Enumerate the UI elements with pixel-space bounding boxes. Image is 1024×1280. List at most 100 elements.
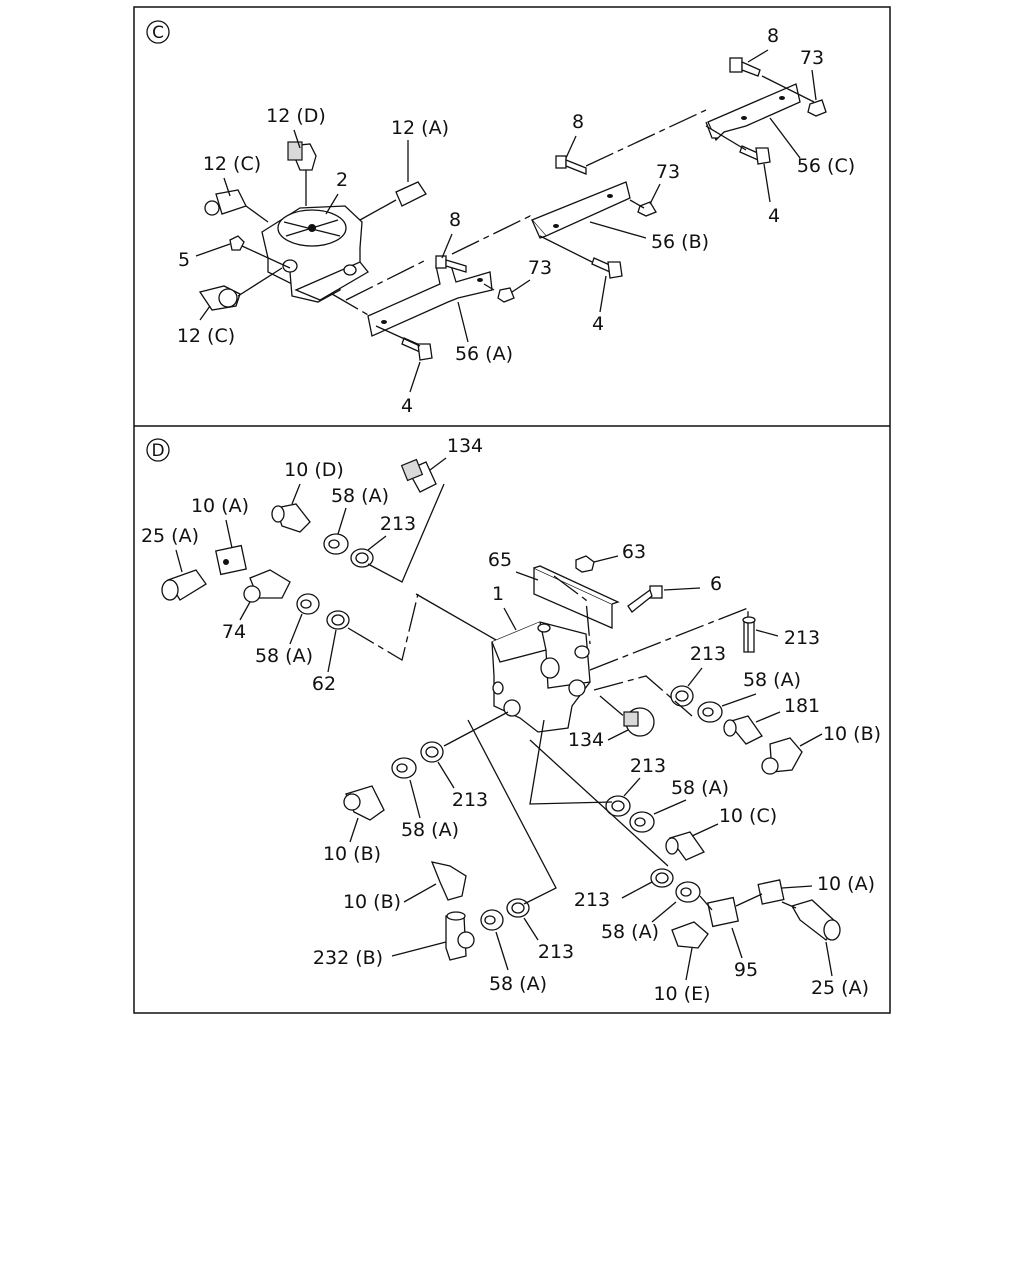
fitting-10b-bottom xyxy=(430,861,467,901)
main-valve-body xyxy=(491,621,591,733)
bolt-8c xyxy=(729,57,761,77)
ring-213-bottom xyxy=(650,868,674,888)
part-label: 10 (D) xyxy=(284,459,344,481)
part-label: 5 xyxy=(178,249,190,271)
washer-58a-mid xyxy=(391,757,417,779)
sensor-25a-left xyxy=(161,569,207,601)
fitting-10d xyxy=(271,503,311,533)
bracket-56a xyxy=(367,261,493,337)
washer-58a-bottom-left xyxy=(480,909,504,931)
part-label: 58 (A) xyxy=(671,777,729,799)
fitting-10e xyxy=(671,921,709,949)
ring-213-bottom-left xyxy=(506,898,530,918)
nut-63 xyxy=(575,555,595,573)
part-label: 58 (A) xyxy=(601,921,659,943)
washer-58a-top xyxy=(323,533,349,555)
bolt-8a xyxy=(435,255,467,273)
part-label: 10 (B) xyxy=(323,843,381,865)
part-label: 181 xyxy=(784,695,820,717)
washer-58a-lower xyxy=(629,811,655,833)
part-label: 10 (B) xyxy=(343,891,401,913)
fitting-12c-lower xyxy=(198,267,283,311)
part-label: 58 (A) xyxy=(489,973,547,995)
fitting-74 xyxy=(243,569,291,603)
valve-body xyxy=(261,205,369,303)
part-label: 6 xyxy=(710,573,722,595)
part-label: 58 (A) xyxy=(331,485,389,507)
svg-text:C: C xyxy=(152,23,164,43)
bolt-4a xyxy=(401,337,433,361)
fitting-12c-upper xyxy=(204,189,269,223)
section-d-marker: D xyxy=(146,438,170,462)
part-label: 56 (B) xyxy=(651,231,709,253)
part-label: 73 xyxy=(800,47,824,69)
part-label: 56 (A) xyxy=(455,343,513,365)
part-label: 74 xyxy=(222,621,246,643)
part-label: 10 (B) xyxy=(823,723,881,745)
washer-58a-bottom xyxy=(675,881,701,903)
fitting-10a-left xyxy=(215,544,247,576)
bracket-56c xyxy=(705,83,801,142)
nut-73a xyxy=(497,287,515,303)
part-label: 65 xyxy=(488,549,512,571)
ring-213-top xyxy=(350,548,374,568)
bolt-62 xyxy=(742,616,756,653)
part-label: 213 xyxy=(380,513,416,535)
section-c-labels: 8 73 12 (D) 12 (A) 8 12 (C) 2 73 56 (C) … xyxy=(177,25,855,417)
part-label: 232 (B) xyxy=(313,947,383,969)
fitting-10b-left xyxy=(343,785,385,821)
section-c-drawing xyxy=(198,57,827,361)
plug-134-top xyxy=(400,458,437,493)
sensor-25a-right xyxy=(791,899,841,941)
part-label: 73 xyxy=(528,257,552,279)
part-label: 58 (A) xyxy=(401,819,459,841)
plug-134-mid xyxy=(623,707,655,737)
washer-58a-right xyxy=(697,701,723,723)
part-label: 4 xyxy=(592,313,604,335)
part-label: 56 (C) xyxy=(797,155,855,177)
part-label: 73 xyxy=(656,161,680,183)
part-label: 25 (A) xyxy=(141,525,199,547)
fitting-232b xyxy=(445,911,475,961)
section-d-labels: 134 10 (D) 10 (A) 58 (A) 213 25 (A) 65 6… xyxy=(141,435,881,1005)
part-label: 213 xyxy=(690,643,726,665)
part-label: 8 xyxy=(767,25,779,47)
bolt-5 xyxy=(229,235,291,269)
part-label: 63 xyxy=(622,541,646,563)
ring-213-right xyxy=(670,685,694,707)
part-label: 2 xyxy=(336,169,348,191)
part-label: 134 xyxy=(447,435,483,457)
fitting-12d xyxy=(287,141,317,206)
bolt-6 xyxy=(627,585,663,613)
part-label: 4 xyxy=(768,205,780,227)
fitting-12a xyxy=(359,181,427,221)
part-label: 213 xyxy=(630,755,666,777)
fitting-181 xyxy=(723,715,763,745)
fitting-10b-right xyxy=(761,737,803,775)
ring-213-mid xyxy=(420,741,444,763)
ring-213-left xyxy=(326,610,350,630)
part-label: 4 xyxy=(401,395,413,417)
part-label: 25 (A) xyxy=(811,977,869,999)
part-label: 58 (A) xyxy=(743,669,801,691)
bracket-65 xyxy=(533,565,620,629)
fitting-95 xyxy=(707,896,739,928)
part-label: 10 (A) xyxy=(191,495,249,517)
nut-73c xyxy=(807,99,827,117)
fitting-10a-right xyxy=(757,879,785,905)
part-label: 95 xyxy=(734,959,758,981)
fitting-10c xyxy=(665,831,705,861)
section-d-drawing xyxy=(161,458,841,961)
part-label: 213 xyxy=(784,627,820,649)
part-label: 1 xyxy=(492,583,504,605)
bolt-8b xyxy=(555,155,587,175)
part-label: 10 (E) xyxy=(653,983,710,1005)
part-label: 10 (C) xyxy=(719,805,777,827)
part-label: 213 xyxy=(538,941,574,963)
part-label: 12 (C) xyxy=(177,325,235,347)
part-label: 12 (D) xyxy=(266,105,326,127)
ring-213-lower xyxy=(605,795,631,817)
part-label: 58 (A) xyxy=(255,645,313,667)
nut-73b xyxy=(637,201,657,217)
part-label: 213 xyxy=(574,889,610,911)
